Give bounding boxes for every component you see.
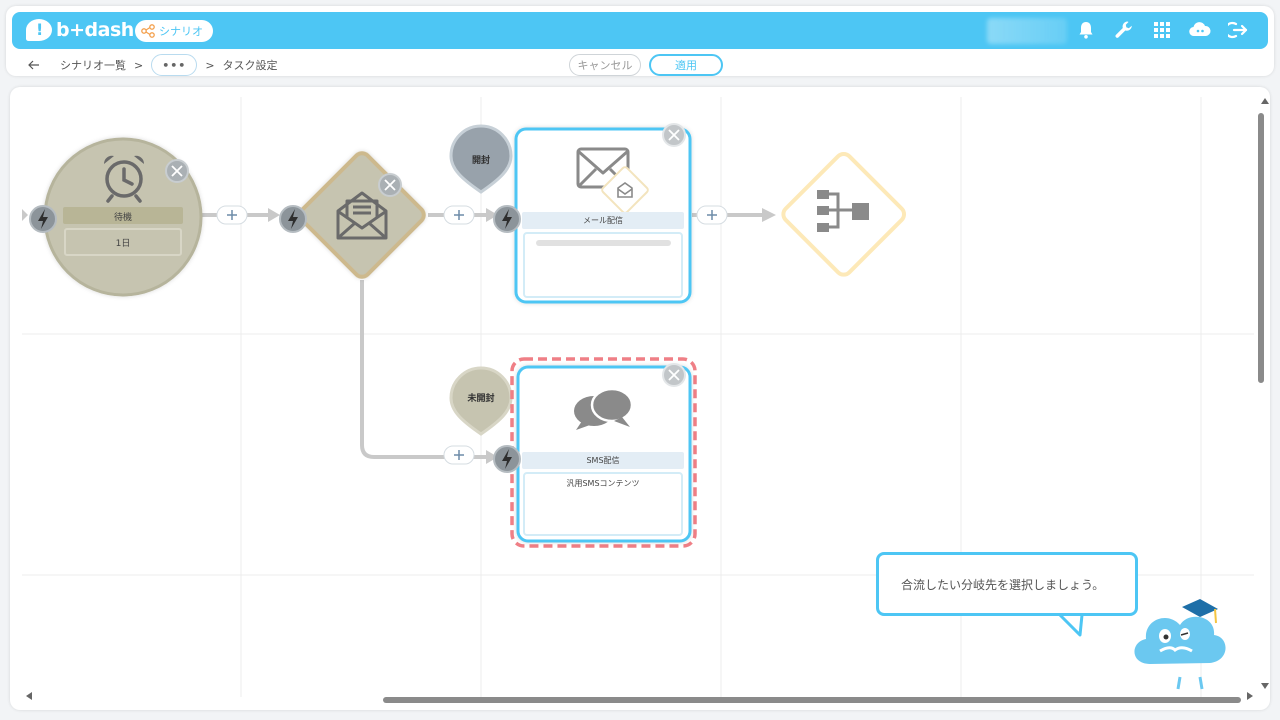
breadcrumb-separator: > xyxy=(205,58,215,72)
guide-tooltip-message: 合流したい分岐先を選択しましょう。 xyxy=(901,577,1105,592)
cancel-button[interactable]: キャンセル xyxy=(569,54,641,76)
canvas-grid xyxy=(22,97,1254,697)
flow-diagram xyxy=(22,97,1269,700)
header-icon-group xyxy=(1074,18,1250,42)
connector-arrows xyxy=(22,208,776,464)
guide-tooltip: 合流したい分岐先を選択しましょう。 xyxy=(876,552,1138,616)
logout-icon[interactable] xyxy=(1226,18,1250,42)
sms-node-title: SMS配信 xyxy=(586,456,620,465)
breadcrumb-more-button[interactable]: ••• xyxy=(151,54,198,76)
wait-node[interactable] xyxy=(43,137,203,297)
app-logo[interactable]: ! b+dash xyxy=(26,16,134,44)
vertical-scrollbar-thumb[interactable] xyxy=(1258,113,1264,383)
close-icon[interactable] xyxy=(662,123,686,147)
close-icon[interactable] xyxy=(165,159,189,183)
wrench-icon[interactable] xyxy=(1112,18,1136,42)
wait-node-value: 1日 xyxy=(115,239,131,249)
chat-bubbles-icon xyxy=(574,387,634,430)
breadcrumb-current: タスク設定 xyxy=(222,59,278,72)
horizontal-scrollbar-thumb[interactable] xyxy=(383,697,1241,703)
branch-open-pin[interactable] xyxy=(449,124,513,194)
branch-unopened-pin[interactable] xyxy=(449,366,513,436)
sms-node-content: 汎用SMSコンテンツ xyxy=(566,479,640,488)
scroll-left-arrow[interactable] xyxy=(26,692,32,700)
open-condition-node[interactable] xyxy=(297,150,427,280)
cloud-chat-icon[interactable] xyxy=(1188,18,1212,42)
logo-bubble-icon: ! xyxy=(26,19,52,41)
close-icon[interactable] xyxy=(378,173,402,197)
top-bar: ! b+dash シナリオ xyxy=(12,12,1268,49)
breadcrumb-separator: > xyxy=(134,58,144,72)
trigger-bolt-icon[interactable] xyxy=(29,205,57,233)
sms-delivery-node[interactable] xyxy=(516,365,692,543)
blurred-content-preview xyxy=(536,240,671,246)
trigger-bolt-icon[interactable] xyxy=(493,205,521,233)
trigger-bolt-icon[interactable] xyxy=(493,445,521,473)
scenario-flow-icon xyxy=(141,24,155,38)
scroll-up-arrow[interactable] xyxy=(1261,98,1269,104)
apply-button[interactable]: 適用 xyxy=(649,54,723,76)
scroll-right-arrow[interactable] xyxy=(1247,692,1253,700)
scenario-section-badge[interactable]: シナリオ xyxy=(135,20,213,42)
grid-icon[interactable] xyxy=(1150,18,1174,42)
merge-node[interactable] xyxy=(780,151,907,278)
alarm-clock-icon xyxy=(105,160,143,203)
user-account-info[interactable] xyxy=(987,18,1067,44)
close-icon[interactable] xyxy=(662,363,686,387)
mail-delivery-node[interactable] xyxy=(514,127,692,304)
mail-node-title: メール配信 xyxy=(583,216,623,225)
add-step-button[interactable] xyxy=(443,205,475,225)
add-step-button[interactable] xyxy=(216,205,248,225)
scenario-section-label: シナリオ xyxy=(159,25,203,38)
breadcrumb-scenario-list[interactable]: シナリオ一覧 xyxy=(60,59,126,72)
add-step-button[interactable] xyxy=(696,205,728,225)
tooltip-tail xyxy=(1058,613,1084,637)
scroll-down-arrow[interactable] xyxy=(1261,683,1269,689)
mascot-cloud-icon xyxy=(1134,599,1226,690)
breadcrumb: シナリオ一覧 > ••• > タスク設定 xyxy=(28,52,278,78)
branch-unopened-label: 未開封 xyxy=(467,394,495,404)
wait-node-title: 待機 xyxy=(113,213,132,223)
scenario-canvas[interactable]: 待機 1日 メール配信 SMS配信 汎用SMSコンテンツ 開封 未開封 合流した… xyxy=(10,87,1270,710)
trigger-bolt-icon[interactable] xyxy=(279,205,307,233)
small-open-envelope-icon xyxy=(617,182,633,198)
logo-text: b+dash xyxy=(56,19,134,41)
header-card: ! b+dash シナリオ xyxy=(6,6,1274,76)
bell-icon[interactable] xyxy=(1074,18,1098,42)
arrow-left-icon[interactable] xyxy=(28,60,40,70)
branch-tree-icon xyxy=(817,190,869,232)
branch-open-label: 開封 xyxy=(471,156,490,166)
open-envelope-icon xyxy=(336,191,388,240)
add-step-button[interactable] xyxy=(443,445,475,465)
